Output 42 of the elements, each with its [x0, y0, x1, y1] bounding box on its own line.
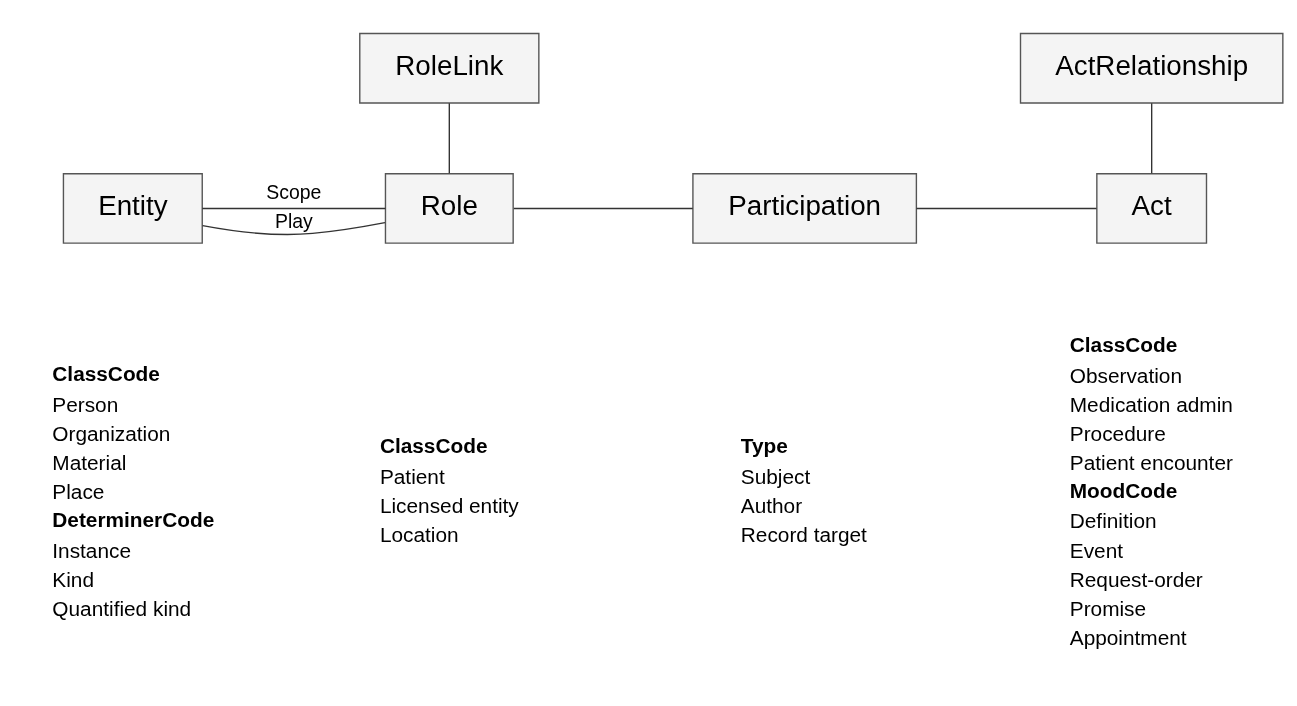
node-label: Licensed entity — [379, 493, 519, 517]
connector — [1150, 102, 1153, 174]
node-label: ClassCode — [379, 433, 488, 457]
node-label: Observation — [1069, 363, 1182, 387]
connector — [915, 207, 1098, 209]
connector — [513, 207, 694, 209]
edge-label: Scope — [266, 180, 322, 203]
node-label: Appointment — [1069, 625, 1187, 649]
node-label: Definition — [1069, 508, 1157, 532]
node-label: Material — [52, 450, 127, 474]
connector — [201, 207, 387, 209]
node-box: Participation — [692, 172, 918, 244]
node-box: RoleLink — [359, 32, 540, 104]
edge-label: Play — [274, 209, 313, 232]
node-label: Procedure — [1069, 421, 1166, 445]
node-box: Role — [384, 172, 514, 244]
connector — [448, 102, 450, 174]
node-label: Record target — [740, 522, 867, 546]
node-label: Patient encounter — [1069, 450, 1233, 474]
node-label: Author — [740, 493, 803, 517]
node-label: Person — [52, 392, 119, 416]
node-label: Instance — [52, 538, 132, 562]
node-label: Medication admin — [1069, 392, 1233, 416]
node-label: Subject — [740, 464, 811, 488]
node-label: ClassCode — [1069, 332, 1178, 356]
node-box: Entity — [62, 172, 203, 244]
node-label: Place — [52, 479, 105, 503]
node-label: Quantified kind — [52, 596, 192, 620]
node-label: Organization — [52, 421, 171, 445]
node-label: Patient — [379, 464, 445, 488]
node-label: Event — [1069, 538, 1124, 562]
node-label: Kind — [52, 567, 94, 591]
node-label: Promise — [1069, 596, 1147, 620]
node-box: ActRelationship — [1019, 32, 1284, 104]
node-label: Type — [740, 433, 788, 457]
node-label: ClassCode — [52, 361, 160, 385]
connector — [201, 221, 386, 235]
node-label: Request-order — [1069, 567, 1203, 591]
node-label: DeterminerCode — [52, 507, 215, 531]
node-label: Location — [379, 522, 459, 546]
node-box: Act — [1096, 172, 1208, 244]
node-label: MoodCode — [1069, 478, 1178, 502]
